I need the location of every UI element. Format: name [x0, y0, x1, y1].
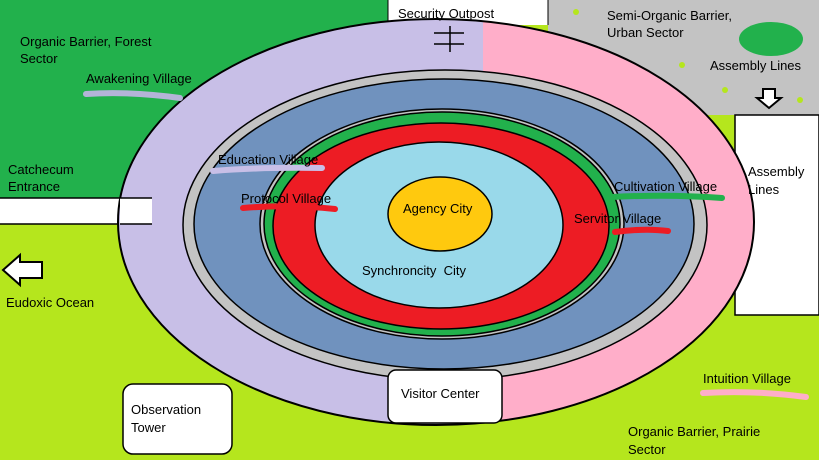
intuition-underline — [700, 389, 809, 400]
entrance-path — [120, 198, 152, 224]
education-underline — [210, 164, 325, 174]
agency-city-area — [387, 176, 493, 252]
prairie-sector-label-line1: Organic Barrier, Prairie — [628, 424, 760, 439]
catchecum-entrance-label-line1: Catchecum — [8, 162, 74, 177]
protocol-village-label: Protocol Village — [241, 191, 331, 206]
intuition-village-label: Intuition Village — [703, 371, 791, 386]
assembly-lines-right-label-line1: Assembly — [748, 164, 805, 179]
outer-ring-outline — [117, 18, 755, 426]
awakening-village-label: Awakening Village — [86, 71, 192, 86]
protocol-underline — [240, 203, 338, 212]
arrow-down-icon — [754, 88, 784, 110]
synchroncity-city-label: Synchroncity City — [362, 263, 467, 278]
arrow-left-icon — [1, 252, 43, 288]
servitor-underline — [612, 226, 671, 235]
awakening-underline — [83, 90, 183, 101]
forest-sector-label-line1: Organic Barrier, Forest — [20, 34, 152, 49]
agency-city-label: Agency City — [403, 201, 473, 216]
urban-sector-label-line1: Semi-Organic Barrier, — [607, 8, 732, 23]
observation-tower-box — [122, 383, 233, 455]
education-village-label: Education Village — [218, 152, 318, 167]
cultivation-village-label: Cultivation Village — [614, 179, 717, 194]
catchecum-entrance-label-line2: Entrance — [8, 179, 60, 194]
security-gate-marks — [434, 26, 464, 52]
prairie-sector-label-line2: Sector — [628, 442, 666, 457]
observation-tower-label-line1: Observation — [131, 402, 201, 417]
security-outpost-label: Security Outpost — [398, 6, 494, 21]
visitor-center-box — [387, 369, 503, 424]
servitor-village-label: Servitor Village — [574, 211, 661, 226]
visitor-center-label: Visitor Center — [401, 386, 480, 401]
urban-sector-label-line2: Urban Sector — [607, 25, 684, 40]
assembly-lines-right-label-line2: Lines — [748, 182, 780, 197]
observation-tower-label-line2: Tower — [131, 420, 166, 435]
urban-dots — [573, 9, 803, 103]
urban-green-blob — [739, 22, 803, 56]
forest-sector-label-line2: Sector — [20, 51, 58, 66]
cultivation-underline — [609, 192, 725, 201]
eudoxic-ocean-label: Eudoxic Ocean — [6, 295, 94, 310]
assembly-lines-top-label: Assembly Lines — [710, 58, 802, 73]
